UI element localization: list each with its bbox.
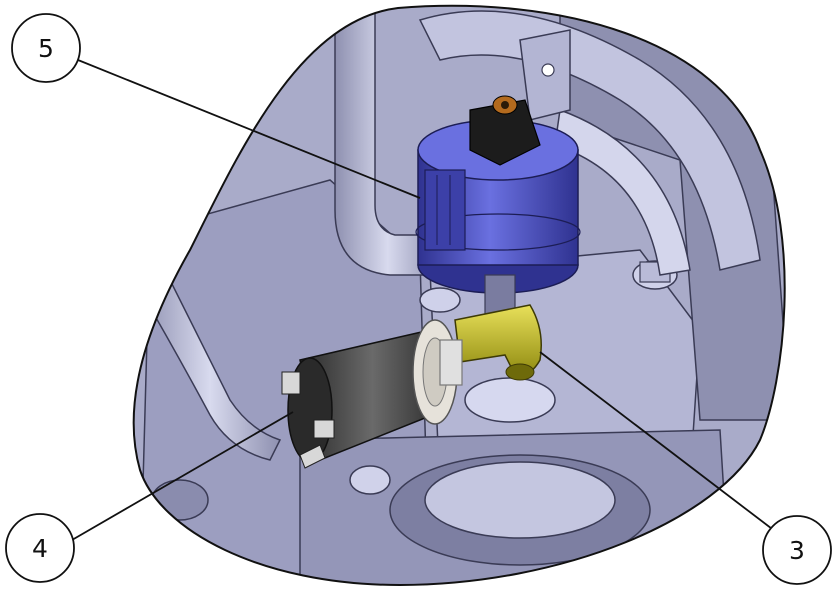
leader-line-5 xyxy=(77,59,421,199)
callout-3-label: 3 xyxy=(789,536,805,565)
brass-fitting-part-3 xyxy=(454,304,542,381)
callout-4-label: 4 xyxy=(32,534,48,563)
detail-view-outline xyxy=(132,4,786,587)
callout-5-label: 5 xyxy=(38,34,54,63)
pressure-switch-part-5 xyxy=(415,95,581,321)
pressure-sensor-part-4 xyxy=(281,319,463,469)
callout-5: 5 xyxy=(11,13,81,83)
callout-4: 4 xyxy=(5,513,75,583)
callout-3: 3 xyxy=(762,515,832,585)
leader-line-4 xyxy=(71,411,294,541)
leader-line-3 xyxy=(539,351,781,536)
